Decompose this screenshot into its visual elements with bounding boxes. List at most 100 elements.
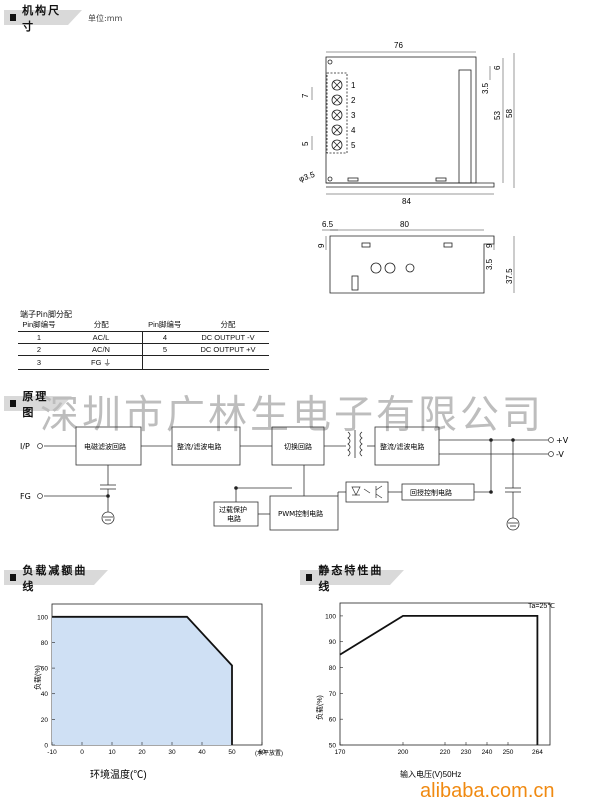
dim-height-53: 53 (493, 111, 502, 120)
site-watermark: alibaba.com.cn (420, 780, 555, 802)
x-tick-label: 10 (108, 749, 116, 756)
pin-header-1: Pin脚编号 (18, 318, 60, 332)
table-cell: AC/L (60, 331, 143, 344)
company-watermark: 深圳市广林生电子有限公司 (40, 393, 545, 438)
table-cell: FG ⏚ (60, 355, 143, 370)
dim-width-76: 76 (394, 41, 403, 50)
table-cell: 2 (18, 343, 60, 356)
y-tick-label: 100 (325, 613, 336, 620)
ground-icon (101, 511, 115, 525)
ovp-label-1: 过载保护 (219, 505, 247, 514)
mechanical-drawing: 76 84 53 58 6 3.5 7 5 φ3.5 1 2 3 4 5 80 … (298, 41, 515, 294)
output-label-neg: -V (556, 450, 564, 459)
schematic-title: 原理图 (22, 389, 49, 419)
dimensions-header: 机构尺寸 (4, 4, 82, 33)
x-tick-label: 200 (398, 749, 409, 756)
dimensions-title: 机构尺寸 (22, 3, 62, 33)
y-tick-label: 80 (41, 640, 49, 647)
derating-title: 负载减额曲线 (22, 563, 88, 593)
top-view-base-flange (326, 182, 495, 188)
terminal-screw-icon (331, 139, 343, 151)
block-diagram: I/P FG +V -V 电磁滤波回路 整流/滤波电路 切换回路 整流/滤波电路… (20, 426, 569, 531)
output-terminal-icon (548, 437, 554, 443)
derating-xlabel: 环境温度(℃) (90, 768, 147, 781)
terminal-screw-icon (331, 79, 343, 91)
table-cell (187, 355, 269, 370)
mount-hole (327, 59, 333, 65)
pwm-label: PWM控制电路 (278, 509, 323, 518)
terminal-screw-icon (331, 94, 343, 106)
plot-frame (339, 602, 551, 746)
optocoupler-icon (351, 485, 383, 499)
static-xlabel: 输入电压(V)50Hz (400, 769, 461, 779)
side-slot (443, 242, 453, 248)
side-slot (361, 242, 371, 248)
curve-line (52, 615, 233, 745)
table-row: 2 AC/N 5 DC OUTPUT +V (18, 343, 269, 356)
x-tick-label: 230 (461, 749, 472, 756)
y-tick-label: 60 (41, 666, 49, 673)
ovp-label-2: 电路 (227, 514, 241, 523)
rectifier-2-label: 整流/滤波电路 (380, 442, 424, 451)
table-cell: DC OUTPUT -V (187, 331, 269, 344)
derating-x-note: (水平放置) (255, 749, 283, 757)
dim-width-84: 84 (402, 197, 411, 206)
dim-height-58: 58 (505, 109, 514, 118)
dim-side-37-5: 37.5 (505, 268, 514, 284)
table-cell: 3 (18, 355, 60, 370)
slot-mark (347, 177, 359, 182)
terminal-label-2: 2 (351, 96, 356, 105)
y-tick-label: 20 (41, 717, 49, 724)
table-cell: AC/N (60, 343, 143, 356)
bullet-square-icon (10, 574, 17, 581)
x-tick-label: 220 (440, 749, 451, 756)
dimensions-unit: 单位:mm (88, 14, 123, 23)
derating-ylabel: 负载(%) (33, 665, 42, 690)
rectifier-1-label: 整流/滤波电路 (177, 442, 221, 451)
table-cell: DC OUTPUT +V (187, 343, 269, 356)
dim-pitch-7: 7 (301, 93, 310, 98)
x-tick-label: 240 (482, 749, 493, 756)
pin-header-4: 分配 (187, 318, 269, 332)
table-cell (142, 355, 187, 370)
pin-table: Pin脚编号 分配 Pin脚编号 分配 1 AC/L 4 DC OUTPUT -… (18, 318, 269, 370)
x-tick-label: 50 (228, 749, 236, 756)
schematic-header: 原理图 (4, 390, 72, 419)
bullet-square-icon (10, 14, 17, 21)
y-tick-label: 80 (329, 665, 337, 672)
table-cell: 5 (142, 343, 187, 356)
derating-area (52, 616, 232, 745)
input-label-fg: FG (20, 492, 31, 501)
curve-line (339, 615, 539, 745)
transformer-secondary (359, 431, 363, 457)
x-tick-label: 40 (198, 749, 206, 756)
y-tick-label: 90 (329, 639, 337, 646)
dim-side-6-5: 6.5 (322, 220, 334, 229)
pin-table-caption: 端子Pin脚分配 (20, 310, 72, 319)
dim-slot-6: 6 (493, 65, 502, 70)
x-tick-label: 170 (335, 749, 346, 756)
dim-slot-3-5: 3.5 (481, 82, 490, 94)
table-row: 3 FG ⏚ (18, 355, 269, 370)
feedback-label: 回授控制电路 (410, 488, 452, 497)
output-terminal-icon (548, 451, 554, 457)
pin-header-2: 分配 (60, 318, 143, 332)
pin-table-header: Pin脚编号 分配 Pin脚编号 分配 (18, 318, 269, 332)
bullet-square-icon (306, 574, 313, 581)
output-label-pos: +V (556, 436, 569, 445)
input-label-ip: I/P (20, 442, 30, 451)
x-tick-label: 60 (258, 749, 266, 756)
dim-side-9-right: 9 (485, 243, 494, 248)
static-title: 静态特性曲线 (318, 563, 384, 593)
table-row: 1 AC/L 4 DC OUTPUT -V (18, 331, 269, 344)
switch-label: 切换回路 (284, 442, 312, 451)
terminal-label-4: 4 (351, 126, 356, 135)
dim-side-9-left: 9 (317, 243, 326, 248)
x-tick-label: 20 (138, 749, 146, 756)
y-tick-label: 70 (329, 691, 337, 698)
fg-terminal-icon (37, 493, 43, 499)
terminal-label-1: 1 (351, 81, 356, 90)
terminal-block-outline (326, 72, 348, 154)
bullet-square-icon (10, 400, 17, 407)
